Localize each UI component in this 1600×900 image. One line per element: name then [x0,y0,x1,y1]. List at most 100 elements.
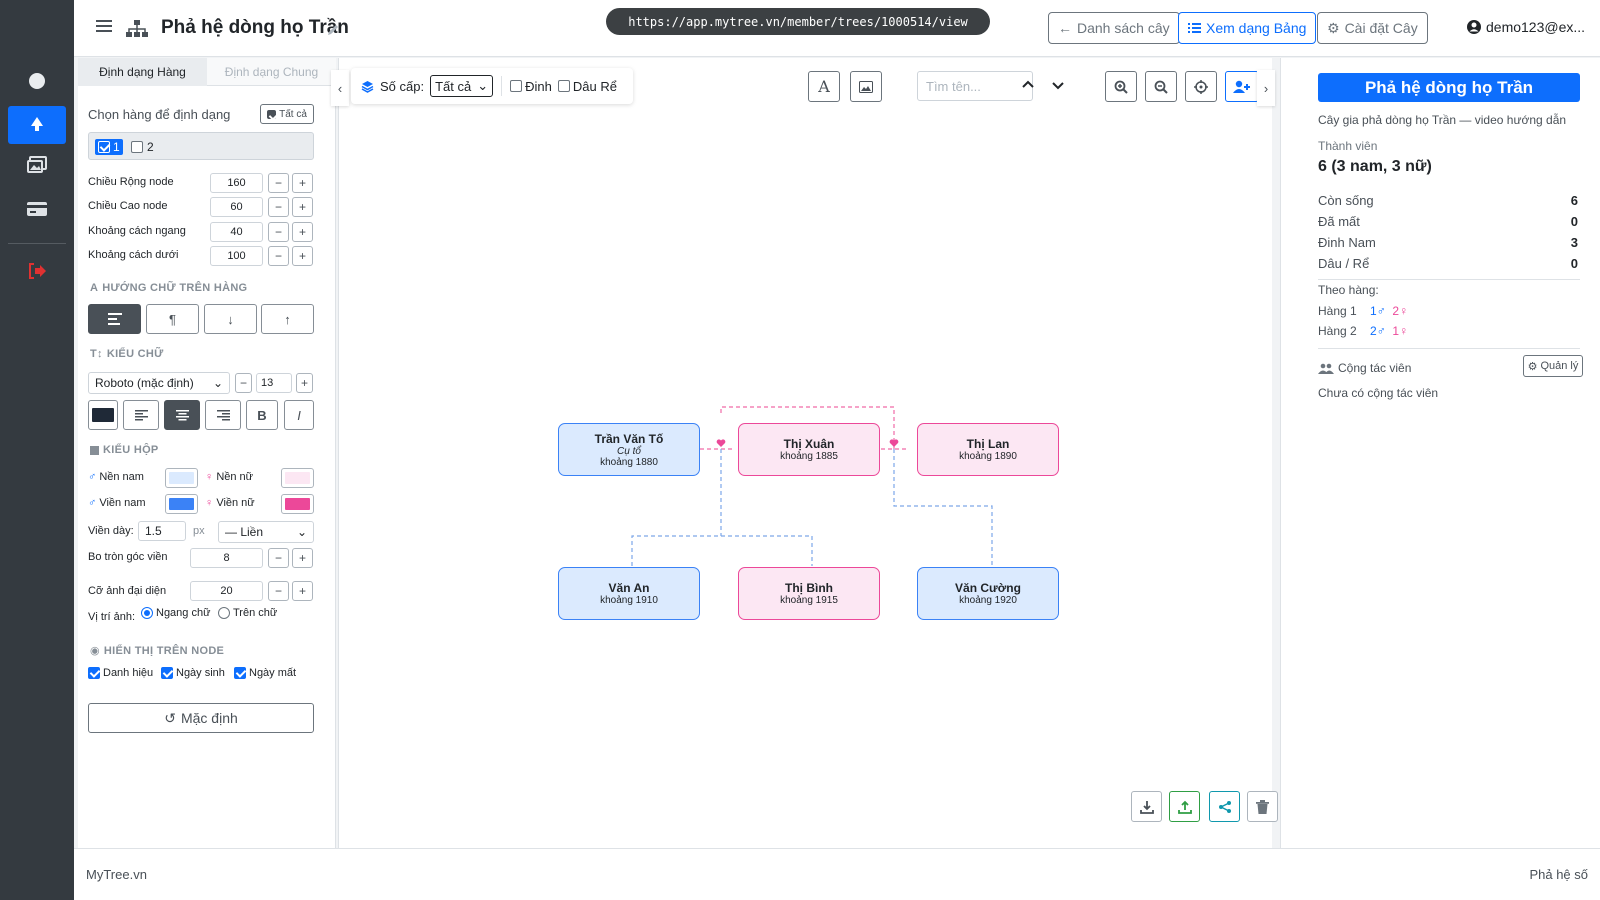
v-gap-decrement[interactable]: − [268,246,289,266]
show-title-checkbox[interactable]: Danh hiệu [88,667,153,679]
italic-button[interactable]: I [284,400,314,430]
text-direction-paragraph[interactable]: ¶ [146,304,199,334]
font-family-select[interactable]: Roboto (mặc định)⌄ [88,372,230,394]
node-width-input[interactable]: 160 [210,173,263,193]
v-gap-increment[interactable]: + [292,246,313,266]
show-birth-checkbox[interactable]: Ngày sinh [161,667,225,679]
image-position-inline[interactable]: Ngang chữ [141,607,210,619]
bg-male-color[interactable] [165,468,198,488]
tree-list-button[interactable]: ← Danh sách cây [1048,12,1180,44]
divider [1318,348,1580,349]
rail-item-home[interactable] [8,62,66,100]
zoom-in-icon [1114,80,1128,94]
v-gap-input[interactable]: 100 [210,246,263,266]
undo-icon: ↺ [164,709,176,726]
border-width-input[interactable]: 1.5 [138,521,186,541]
h-gap-decrement[interactable]: − [268,222,289,242]
footer-brand[interactable]: MyTree.vn [86,867,147,882]
rail-item-logout[interactable] [8,252,66,290]
radius-increment[interactable]: + [292,548,313,568]
user-menu[interactable]: demo123@ex... [1467,19,1585,35]
h-gap-increment[interactable]: + [292,222,313,242]
tab-general-format[interactable]: Định dạng Chung [207,58,336,86]
delete-button[interactable] [1247,791,1278,822]
node-width-decrement[interactable]: − [268,173,289,193]
font-size-decrement[interactable]: − [235,373,252,393]
bg-female-color[interactable] [281,468,314,488]
person-node-thi-lan[interactable]: Thị Lan khoảng 1890 [917,423,1059,476]
radius-decrement[interactable]: − [268,548,289,568]
upload-button[interactable] [1169,791,1200,822]
bold-button[interactable]: B [246,400,278,430]
text-color-picker[interactable] [88,400,118,430]
align-center-button[interactable] [164,400,200,430]
person-node-thi-xuan[interactable]: Thị Xuân khoảng 1885 [738,423,880,476]
reset-default-button[interactable]: ↺Mặc định [88,703,314,733]
h-gap-input[interactable]: 40 [210,222,263,242]
tree-canvas[interactable]: ‹ Số cấp: Tất cả⌄ Đinh Dâu Rể A Tìm tên.… [331,58,1278,848]
tab-row-format[interactable]: Định dạng Hàng [78,58,207,86]
menu-icon[interactable] [96,18,112,34]
collapse-right-panel[interactable]: › [1257,70,1275,106]
level-select[interactable]: Tất cả⌄ [430,75,494,97]
center-view-button[interactable] [1185,71,1217,102]
avatar-size-input[interactable]: 20 [190,581,263,601]
share-button[interactable] [1209,791,1240,822]
font-icon: A [90,282,99,294]
text-direction-up[interactable]: ↑ [261,304,314,334]
font-size-increment[interactable]: + [296,373,313,393]
pencil-icon[interactable] [327,23,340,36]
filter-dinh-checkbox[interactable]: Đinh [510,79,552,94]
avatar-size-increment[interactable]: + [292,581,313,601]
download-icon [1139,800,1154,814]
border-male-color[interactable] [165,494,198,514]
zoom-out-icon [1154,80,1168,94]
person-node-van-cuong[interactable]: Văn Cường khoảng 1920 [917,567,1059,620]
font-toggle-button[interactable]: A [808,71,840,102]
add-member-button[interactable] [1225,71,1259,102]
circle-icon [29,73,45,89]
image-toggle-button[interactable] [850,71,882,102]
male-icon: ♂ [88,471,97,483]
node-height-decrement[interactable]: − [268,197,289,217]
zoom-in-button[interactable] [1105,71,1137,102]
download-button[interactable] [1131,791,1162,822]
rail-item-gallery[interactable] [8,146,66,184]
filter-dau-checkbox[interactable]: Dâu Rể [557,79,617,94]
row-chip-1[interactable]: 1 [95,139,123,155]
font-size-input[interactable]: 13 [256,373,292,393]
row-chip-2[interactable]: 2 [131,139,154,155]
rail-item-billing[interactable] [8,190,66,228]
chevron-down-icon[interactable] [1051,78,1065,92]
radius-input[interactable]: 8 [190,548,263,568]
image-position-above[interactable]: Trên chữ [218,607,277,619]
node-height-input[interactable]: 60 [210,197,263,217]
show-death-checkbox[interactable]: Ngày mất [234,667,296,679]
align-left-button[interactable] [123,400,159,430]
node-width-increment[interactable]: + [292,173,313,193]
text-direction-down[interactable]: ↓ [204,304,257,334]
border-female-color[interactable] [281,494,314,514]
chevron-up-icon[interactable] [1021,78,1035,92]
avatar-size-decrement[interactable]: − [268,581,289,601]
person-node-thi-binh[interactable]: Thị Bình khoảng 1915 [738,567,880,620]
text-direction-horizontal[interactable] [88,304,141,334]
tree-title-button[interactable]: Phả hệ dòng họ Trần [1318,73,1580,102]
border-style-select[interactable]: — Liền⌄ [218,521,314,543]
select-all-button[interactable]: Tất cả [260,104,314,124]
crosshair-icon [1194,79,1208,94]
rail-item-trees[interactable] [8,106,66,144]
url-bar[interactable]: https://app.mytree.vn/member/trees/10005… [606,8,990,35]
person-node-tran-van-to[interactable]: Trần Văn Tố Cụ tổ khoảng 1880 [558,423,700,476]
tree-settings-button[interactable]: ⚙ Cài đặt Cây [1317,12,1428,44]
collapse-left-panel[interactable]: ‹ [331,70,349,106]
gear-icon: ⚙ [1527,360,1538,373]
person-node-van-an[interactable]: Văn An khoảng 1910 [558,567,700,620]
align-right-button[interactable] [205,400,241,430]
node-height-increment[interactable]: + [292,197,313,217]
arrow-down-icon: ↓ [227,311,234,327]
manage-collaborators-button[interactable]: ⚙Quản lý [1523,355,1583,377]
table-view-button[interactable]: Xem dạng Bảng [1178,12,1317,44]
zoom-out-button[interactable] [1145,71,1177,102]
tree-subtitle: Cây gia phả dòng họ Trần — video hướng d… [1318,113,1567,127]
